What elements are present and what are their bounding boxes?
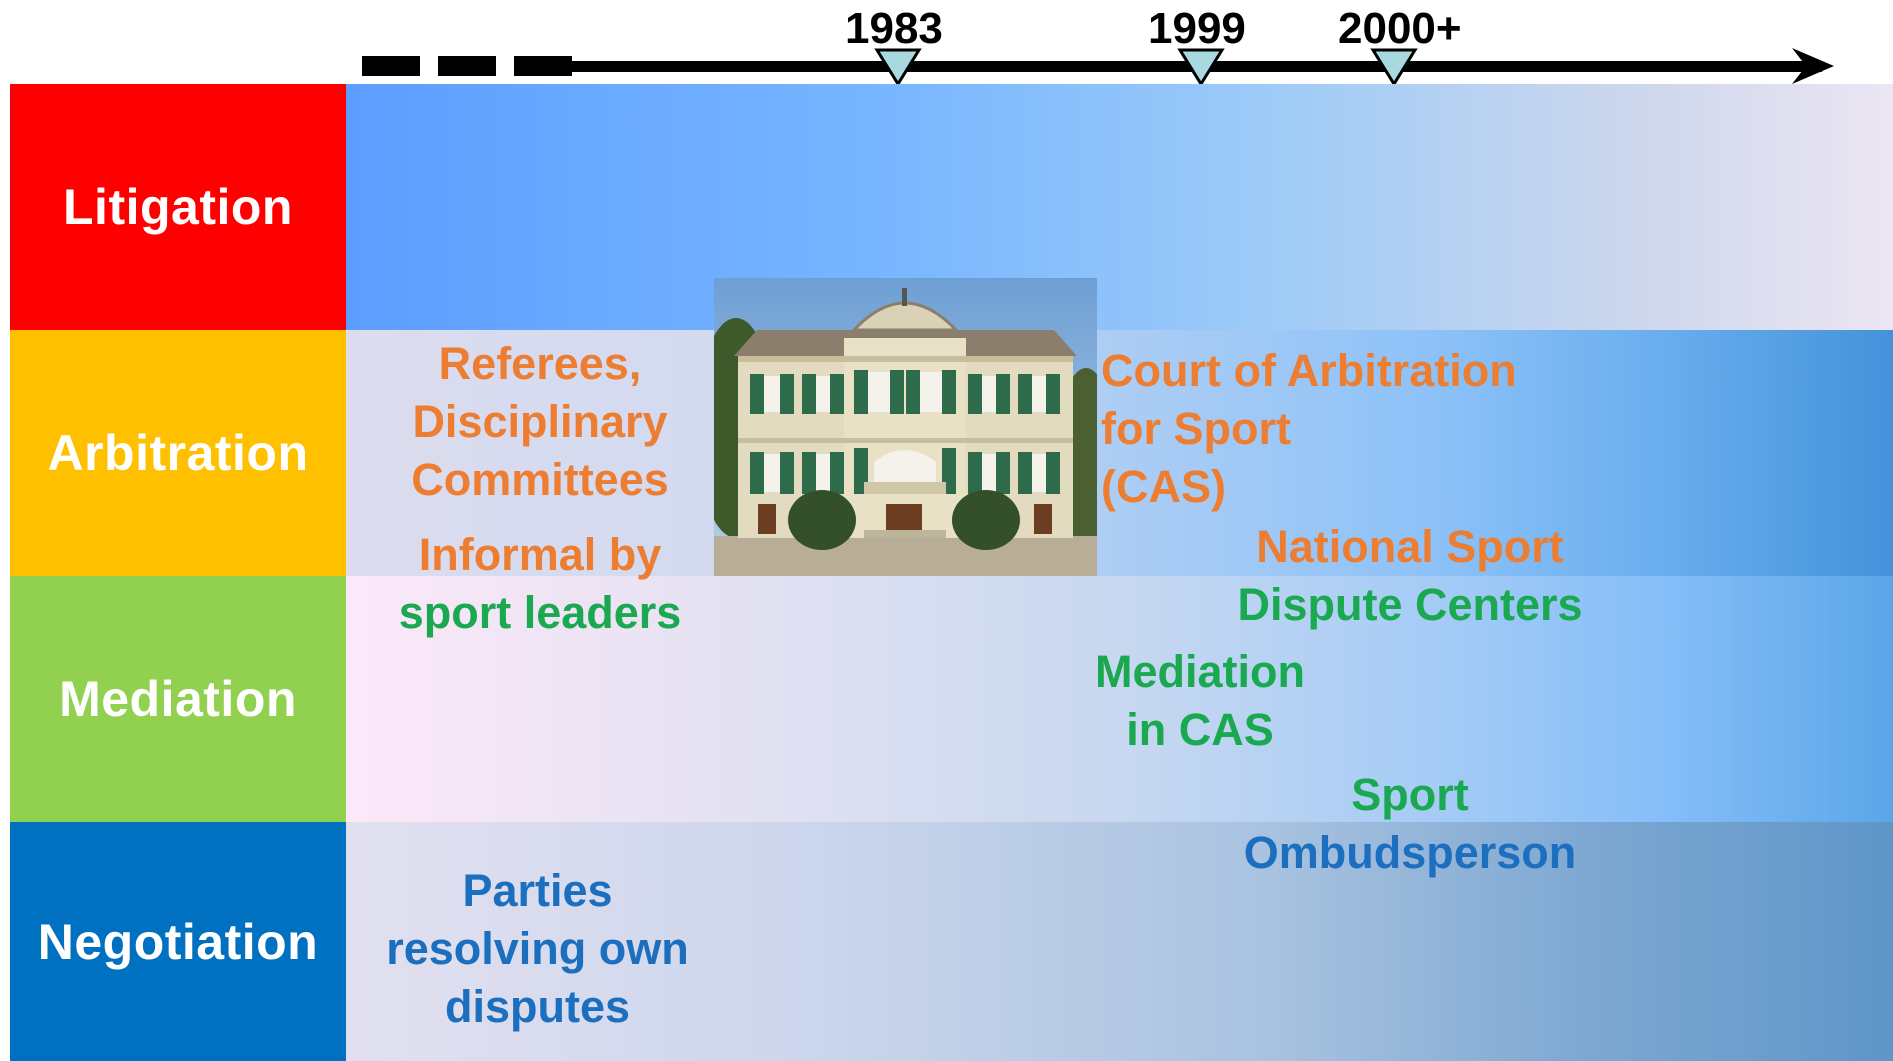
label-referees: Referees, Disciplinary Committees (380, 335, 700, 509)
label-line: National Sport (1256, 521, 1564, 572)
label-line: Dispute Centers (1237, 579, 1583, 630)
label-line: Informal by (418, 529, 662, 580)
timeline-dash (514, 56, 572, 76)
year-marker-1983 (874, 48, 922, 87)
year-marker-2000plus (1370, 48, 1418, 87)
label-line: Committees (411, 454, 669, 505)
label-mediation-cas: Mediation in CAS (1060, 643, 1340, 759)
year-1999: 1999 (1148, 4, 1246, 53)
band-litigation (346, 84, 1893, 330)
timeline (362, 48, 1834, 87)
category-arbitration-label: Arbitration (47, 425, 309, 481)
label-line: Referees, (438, 338, 642, 389)
band-negotiation (346, 822, 1893, 1061)
label-national-sport: National Sport Dispute Centers (1190, 518, 1630, 634)
band-arbitration (346, 330, 1893, 576)
category-mediation-label: Mediation (59, 671, 297, 727)
year-2000-plus: 2000+ (1338, 4, 1462, 53)
timeline-arrowhead (1792, 48, 1834, 84)
year-marker-1999 (1177, 48, 1225, 87)
cas-building-photo (714, 278, 1097, 576)
label-line: in CAS (1126, 704, 1274, 755)
timeline-dash (438, 56, 496, 76)
label-line: Sport (1351, 769, 1469, 820)
label-line: Court of Arbitration (1101, 345, 1517, 396)
category-litigation-label: Litigation (63, 179, 293, 235)
label-cas: Court of Arbitration for Sport (CAS) (1101, 342, 1561, 516)
label-line: disputes (444, 981, 631, 1032)
label-line: Disciplinary (412, 396, 668, 447)
label-line: sport leaders (398, 587, 682, 638)
label-ombudsperson: Sport Ombudsperson (1210, 766, 1610, 882)
category-litigation: Litigation (10, 84, 346, 330)
label-line: for Sport (1101, 403, 1291, 454)
category-negotiation: Negotiation (10, 822, 346, 1061)
label-line: resolving own (386, 923, 689, 974)
label-parties: Parties resolving own disputes (360, 862, 715, 1036)
category-negotiation-label: Negotiation (37, 913, 319, 970)
category-mediation: Mediation (10, 576, 346, 822)
label-line: Ombudsperson (1243, 827, 1577, 878)
label-line: Mediation (1095, 646, 1305, 697)
label-line: Parties (462, 865, 613, 916)
label-informal: Informal by sport leaders (370, 526, 710, 642)
year-1983: 1983 (845, 4, 943, 53)
category-arbitration: Arbitration (10, 330, 346, 576)
band-mediation (346, 576, 1893, 822)
label-line: (CAS) (1101, 461, 1226, 512)
timeline-dash (362, 56, 420, 76)
